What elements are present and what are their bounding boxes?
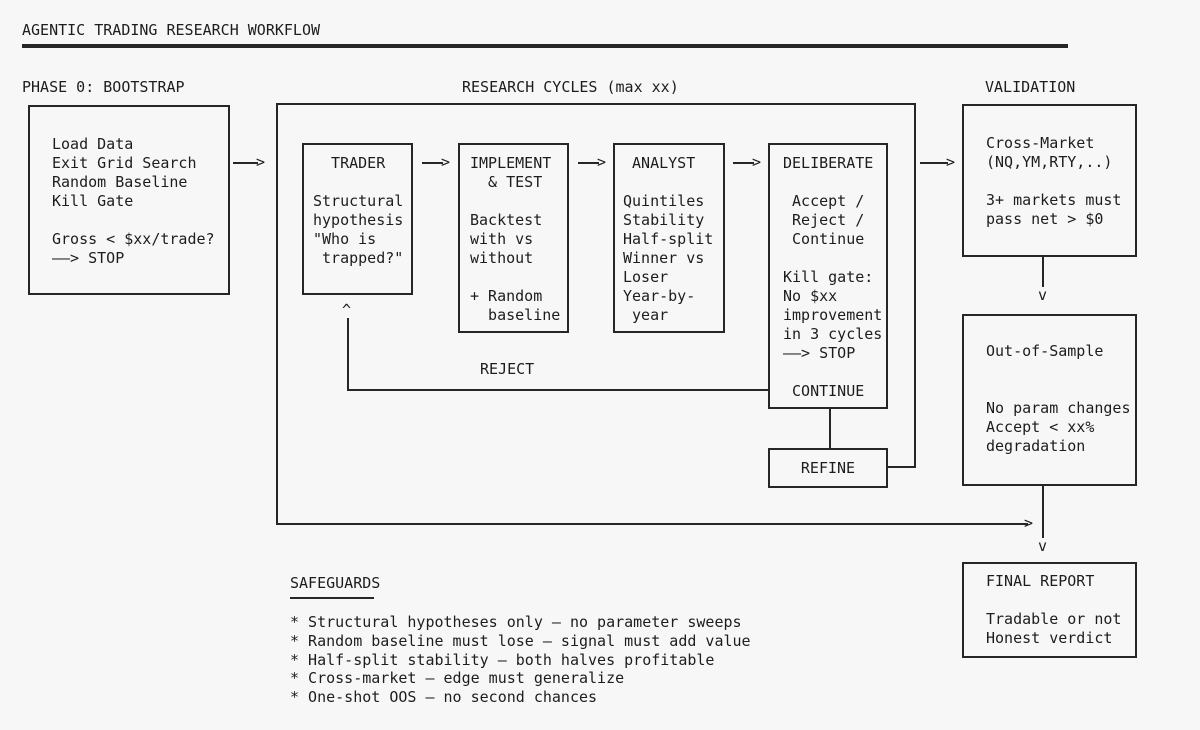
arrow-trader-to-implement	[422, 162, 443, 164]
node-refine: REFINE	[768, 448, 888, 488]
safeguard-item: * Half-split stability — both halves pro…	[290, 651, 715, 669]
reject-loop-horizontal	[347, 389, 768, 391]
node-analyst: ANALYST Quintiles Stability Half-split W…	[613, 143, 725, 333]
node-trader-text: TRADER Structural hypothesis "Who is tra…	[313, 154, 404, 267]
safeguard-item: * One-shot OOS — no second chances	[290, 688, 598, 706]
cycles-container-left-edge	[276, 103, 278, 525]
safeguards-underline	[290, 597, 374, 599]
node-validation: Cross-Market (NQ,YM,RTY,..) 3+ markets m…	[962, 104, 1137, 257]
right-arrowhead-icon: >	[752, 153, 762, 171]
section-label-research-cycles: RESEARCH CYCLES (max xx)	[462, 78, 679, 96]
page-title: AGENTIC TRADING RESEARCH WORKFLOW	[22, 21, 321, 39]
reject-loop-vertical	[347, 318, 349, 391]
title-rule	[22, 44, 1068, 48]
node-implement-test-text: IMPLEMENT & TEST Backtest with vs withou…	[470, 154, 561, 324]
arrow-cycles-to-validation	[920, 162, 948, 164]
arrow-validation-to-oos	[1042, 257, 1044, 287]
arrow-implement-to-analyst	[578, 162, 599, 164]
node-deliberate: DELIBERATE Accept / Reject / Continue Ki…	[768, 143, 888, 409]
right-arrowhead-icon: >	[1024, 514, 1034, 532]
cycles-exit-arrow-line	[276, 523, 1028, 525]
right-arrowhead-icon: >	[597, 153, 607, 171]
arrow-deliberate-to-refine	[829, 409, 831, 448]
node-analyst-text: ANALYST Quintiles Stability Half-split W…	[623, 154, 714, 324]
node-bootstrap-text: Load Data Exit Grid Search Random Baseli…	[52, 135, 215, 267]
node-bootstrap: Load Data Exit Grid Search Random Baseli…	[28, 105, 230, 295]
right-arrowhead-icon: >	[946, 153, 956, 171]
node-implement-test: IMPLEMENT & TEST Backtest with vs withou…	[458, 143, 569, 333]
safeguard-item: * Structural hypotheses only — no parame…	[290, 613, 742, 631]
node-out-of-sample: Out-of-Sample No param changes Accept < …	[962, 314, 1137, 486]
right-arrowhead-icon: >	[256, 153, 266, 171]
node-trader: TRADER Structural hypothesis "Who is tra…	[302, 143, 413, 295]
up-arrowhead-icon: ^	[342, 301, 352, 319]
safeguard-item: * Cross-market — edge must generalize	[290, 669, 625, 687]
node-final-report-text: FINAL REPORT Tradable or not Honest verd…	[986, 572, 1122, 647]
arrow-oos-to-final	[1042, 486, 1044, 538]
safeguards-heading: SAFEGUARDS	[290, 574, 381, 592]
node-final-report: FINAL REPORT Tradable or not Honest verd…	[962, 562, 1137, 658]
down-arrowhead-icon: v	[1038, 537, 1048, 555]
refine-return-line	[888, 466, 916, 468]
node-validation-text: Cross-Market (NQ,YM,RTY,..) 3+ markets m…	[986, 134, 1122, 228]
cycles-container-top-edge	[276, 103, 916, 105]
cycles-container-right-edge	[914, 103, 916, 468]
section-label-phase0: PHASE 0: BOOTSTRAP	[22, 78, 185, 96]
down-arrowhead-icon: v	[1038, 286, 1048, 304]
section-label-validation: VALIDATION	[985, 78, 1076, 96]
reject-label: REJECT	[480, 360, 535, 378]
safeguard-item: * Random baseline must lose — signal mus…	[290, 632, 751, 650]
arrow-analyst-to-deliberate	[733, 162, 754, 164]
node-deliberate-text: DELIBERATE Accept / Reject / Continue Ki…	[783, 154, 883, 400]
right-arrowhead-icon: >	[441, 153, 451, 171]
node-out-of-sample-text: Out-of-Sample No param changes Accept < …	[986, 342, 1131, 455]
node-refine-text: REFINE	[800, 458, 856, 477]
arrow-bootstrap-to-cycles	[233, 162, 258, 164]
